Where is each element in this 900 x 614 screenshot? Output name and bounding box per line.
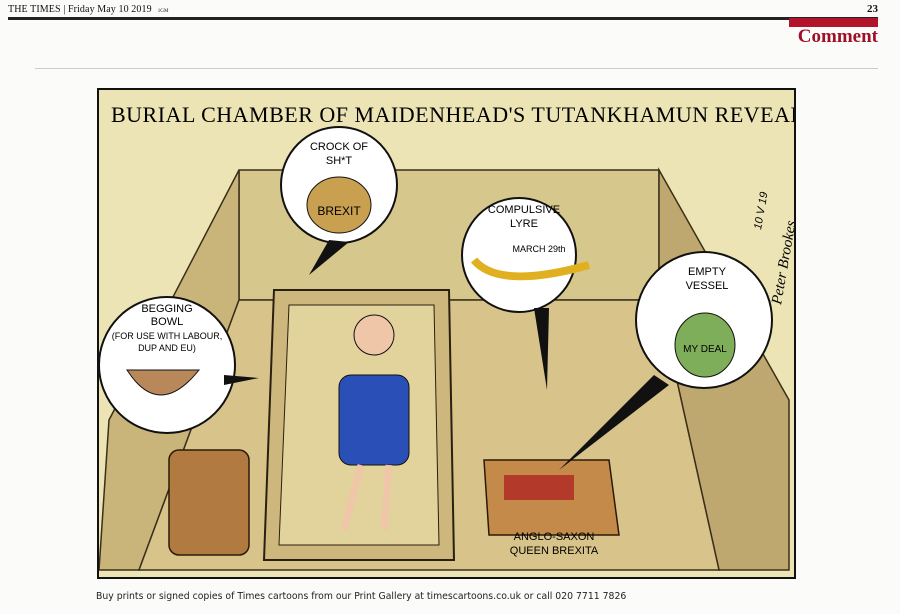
lyre-label-1: COMPULSIVE — [488, 204, 560, 216]
section-color-bar — [789, 18, 878, 27]
print-gallery-credit: Buy prints or signed copies of Times car… — [96, 591, 627, 602]
vessel-label-1: EMPTY — [688, 266, 727, 278]
cartoon-title: BURIAL CHAMBER OF MAIDENHEAD'S TUTANKHAM… — [111, 102, 794, 127]
header-rule — [8, 17, 878, 20]
plinth-line-2: QUEEN BREXITA — [510, 545, 599, 557]
crock-label-1: CROCK OF — [310, 141, 368, 153]
vessel-label-2: VESSEL — [686, 280, 729, 292]
vessel-pot-text: MY DEAL — [683, 344, 727, 355]
divider — [35, 68, 878, 69]
cartoon: ANGLO-SAXON QUEEN BREXITA BURIAL CHAMBER… — [97, 88, 796, 579]
bowl-label-4: DUP AND EU) — [138, 343, 196, 353]
plinth-line-1: ANGLO-SAXON — [514, 531, 595, 543]
masthead-text: THE TIMES | Friday May 10 2019 — [8, 4, 152, 15]
crock-pot-text: BREXIT — [317, 204, 361, 218]
date-mark: 10 V 19 — [752, 191, 770, 230]
bowl-label-1: BEGGING — [141, 303, 192, 315]
section-title: Comment — [797, 26, 878, 47]
page-number: 23 — [867, 3, 878, 15]
lyre-text: MARCH 29th — [512, 244, 565, 254]
masthead: THE TIMES | Friday May 10 2019 1GM — [8, 4, 169, 15]
crock-label-2: SH*T — [326, 155, 353, 167]
bowl-label-2: BOWL — [151, 316, 183, 328]
bowl-label-3: (FOR USE WITH LABOUR, — [112, 331, 223, 341]
edition-code: 1GM — [157, 9, 169, 14]
lyre-label-2: LYRE — [510, 218, 538, 230]
signature: Peter Brookes — [769, 219, 794, 306]
